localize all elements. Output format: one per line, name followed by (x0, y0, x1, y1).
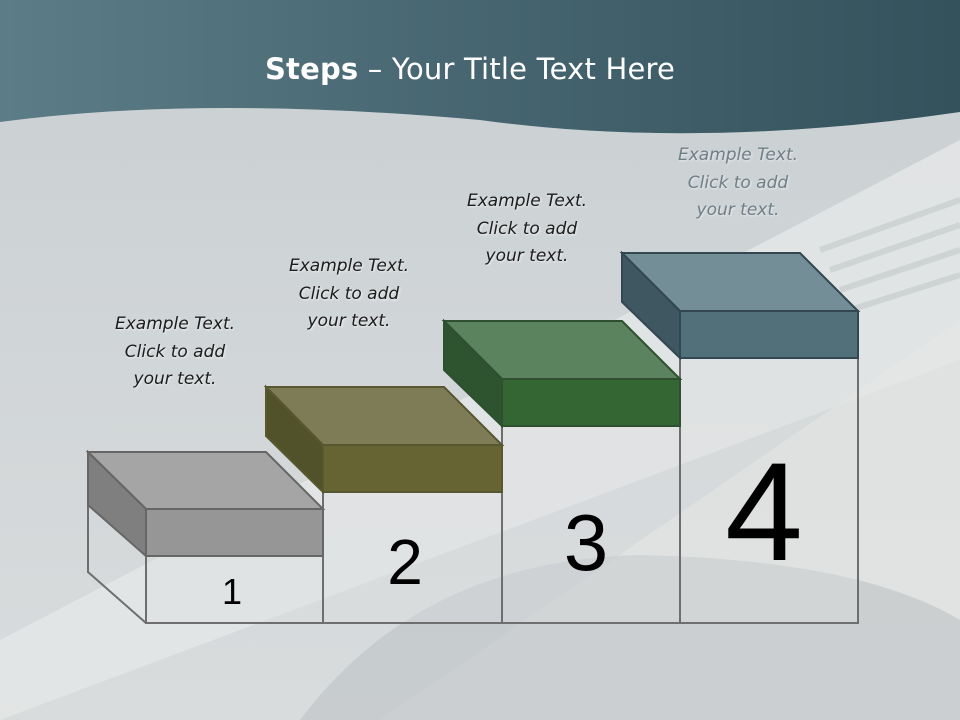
step-3-text-line: Example Text. (466, 191, 588, 211)
step-4-number: 4 (725, 433, 803, 590)
step-1-text-line: your text. (133, 369, 217, 389)
step-1-text-line: Example Text. (114, 314, 236, 334)
step-2-text[interactable]: Example Text. Click to add your text. (249, 253, 449, 336)
slide-title[interactable]: Steps – Your Title Text Here (0, 52, 940, 86)
step-2-block[interactable] (263, 384, 505, 495)
step-3-block[interactable] (441, 318, 683, 429)
step-4-block[interactable] (619, 250, 861, 361)
step-1-number: 1 (222, 571, 242, 612)
step-1-block[interactable] (85, 449, 326, 559)
step-2-text-line: Click to add (298, 283, 400, 304)
step-3-text-line: Click to add (476, 218, 578, 239)
step-2-text-line: your text. (307, 311, 391, 331)
step-4-text-line: your text. (696, 200, 780, 220)
step-2-number: 2 (387, 526, 423, 598)
step-1-text-line: Click to add (124, 341, 226, 362)
step-3-text-line: your text. (485, 246, 569, 266)
step-1-text[interactable]: Example Text. Click to add your text. (75, 311, 275, 394)
step-4-text-line: Click to add (687, 172, 789, 193)
step-3-number: 3 (564, 498, 609, 587)
slide-title-rest: – Your Title Text Here (358, 52, 676, 86)
step-3-text[interactable]: Example Text. Click to add your text. (427, 188, 627, 271)
step-4-text[interactable]: Example Text. Click to add your text. (638, 142, 838, 225)
step-2-text-line: Example Text. (288, 256, 410, 276)
step-4-text-line: Example Text. (677, 145, 799, 165)
slide-title-bold: Steps (264, 52, 359, 86)
